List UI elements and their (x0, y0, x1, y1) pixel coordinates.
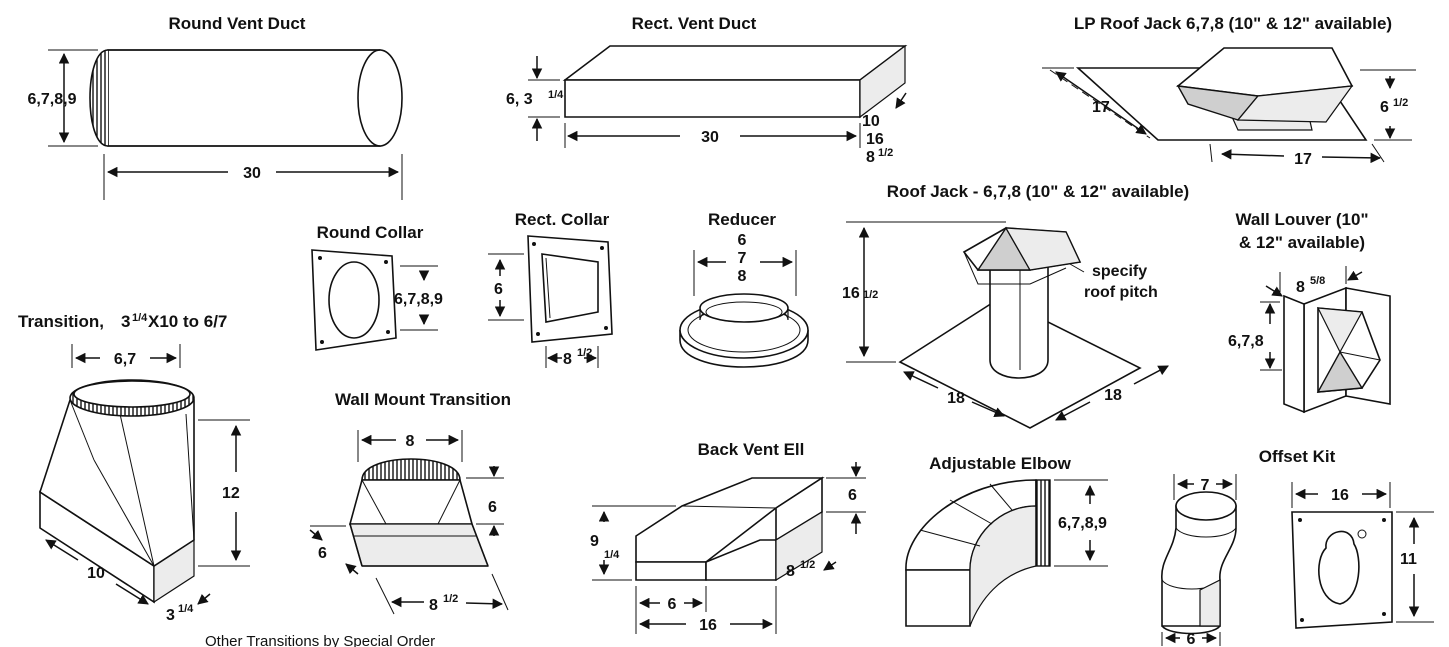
transition-title: Transition, (18, 312, 104, 331)
wall-mount-transition-drawing (348, 458, 489, 567)
transition-depth-frac: 1/4 (178, 603, 194, 615)
wall-louver-title-1: Wall Louver (10" (1235, 210, 1368, 229)
wall-mount-transition-depth: 6 (318, 545, 327, 562)
round-vent-duct: Round Vent Duct 6,7,8,9 30 (28, 14, 403, 200)
lp-roof-jack-side: 17 (1092, 99, 1110, 116)
transition-drawing (39, 379, 195, 604)
back-vent-ell-title: Back Vent Ell (698, 440, 805, 459)
round-vent-duct-diameter: 6,7,8,9 (28, 91, 77, 108)
lp-roof-jack-height-frac: 1/2 (1393, 97, 1408, 109)
rect-vent-duct-length: 30 (701, 129, 719, 146)
rect-collar: Rect. Collar 6 8 1/2 (488, 210, 613, 368)
transition-title-frac: 1/4 (132, 312, 148, 324)
rect-vent-duct-width-b: 16 (866, 131, 884, 148)
transition-note: Other Transitions by Special Order (205, 633, 435, 647)
back-vent-ell-rise-frac: 1/4 (604, 549, 620, 561)
wall-louver: Wall Louver (10" & 12" available) 8 5/8 … (1228, 210, 1391, 414)
wall-mount-transition-width: 8 (429, 597, 438, 614)
wall-louver-size: 6,7,8 (1228, 333, 1264, 350)
rect-collar-height: 6 (494, 281, 503, 298)
wall-louver-drawing (1283, 286, 1391, 414)
reducer-title: Reducer (708, 210, 776, 229)
back-vent-ell-drawing (635, 476, 825, 582)
transition-top: 6,7 (114, 351, 136, 368)
roof-jack-note-1: specify (1092, 263, 1147, 280)
round-collar: Round Collar 6,7,8,9 (311, 223, 443, 351)
lp-roof-jack-height: 6 (1380, 99, 1389, 116)
roof-jack-drawing (898, 226, 1142, 429)
wall-mount-transition-height: 6 (488, 499, 497, 516)
round-vent-duct-title: Round Vent Duct (169, 14, 306, 33)
adjustable-elbow-size: 6,7,8,9 (1058, 515, 1107, 532)
wall-mount-transition: Wall Mount Transition 8 6 6 8 1/ (309, 390, 511, 615)
wall-louver-depth-frac: 5/8 (1310, 275, 1325, 287)
roof-jack-note-2: roof pitch (1084, 284, 1158, 301)
back-vent-ell-height: 6 (848, 487, 857, 504)
back-vent-ell-depth-frac: 1/2 (800, 559, 815, 571)
wall-mount-transition-top: 8 (406, 433, 415, 450)
offset-kit: Offset Kit 7 6 16 (1161, 447, 1434, 647)
reducer-size-1: 6 (738, 232, 747, 249)
adjustable-elbow: Adjustable Elbow 6,7,8,9 (905, 454, 1108, 627)
rect-vent-duct-height-frac: 1/4 (548, 89, 564, 101)
rect-vent-duct-height: 6, 3 (506, 91, 533, 108)
offset-kit-top: 7 (1201, 477, 1210, 494)
back-vent-ell-length: 16 (699, 617, 717, 634)
roof-jack-height: 16 (842, 285, 860, 302)
rect-vent-duct-width-c-frac: 1/2 (878, 147, 893, 159)
transition-title-rest: X10 to 6/7 (148, 312, 227, 331)
lp-roof-jack-drawing (1075, 47, 1368, 141)
adjustable-elbow-title: Adjustable Elbow (929, 454, 1071, 473)
transition-length: 10 (87, 565, 105, 582)
wall-mount-transition-width-frac: 1/2 (443, 593, 458, 605)
round-vent-duct-length: 30 (243, 165, 261, 182)
rect-vent-duct-drawing (562, 44, 908, 119)
round-collar-drawing (311, 249, 397, 351)
rect-collar-width: 8 (563, 351, 572, 368)
wall-mount-transition-title: Wall Mount Transition (335, 390, 511, 409)
reducer-drawing (679, 293, 809, 368)
roof-jack-base-a: 18 (947, 390, 965, 407)
lp-roof-jack-title: LP Roof Jack 6,7,8 (10" & 12" available) (1074, 14, 1392, 33)
reducer: Reducer 6 7 8 (679, 210, 809, 368)
offset-kit-plate (1291, 511, 1393, 629)
lp-roof-jack-base: 17 (1294, 151, 1312, 168)
transition-title-spec: 3 (121, 312, 130, 331)
back-vent-ell-depth: 8 (786, 563, 795, 580)
reducer-size-3: 8 (738, 268, 747, 285)
transition-depth: 3 (166, 607, 175, 624)
rect-vent-duct-width-c: 8 (866, 149, 875, 166)
rect-collar-drawing (527, 235, 613, 343)
round-collar-size: 6,7,8,9 (394, 291, 443, 308)
rect-vent-duct-title: Rect. Vent Duct (632, 14, 757, 33)
back-vent-ell-offset: 6 (668, 596, 677, 613)
rect-collar-title: Rect. Collar (515, 210, 610, 229)
transition: Transition, 3 1/4 X10 to 6/7 6,7 12 10 3 (18, 312, 435, 647)
round-vent-duct-drawing (89, 49, 403, 147)
offset-kit-plate-height: 11 (1400, 551, 1417, 568)
adjustable-elbow-drawing (905, 479, 1051, 627)
back-vent-ell-rise: 9 (590, 533, 599, 550)
back-vent-ell: Back Vent Ell 9 1/4 6 8 1/2 6 16 (590, 440, 866, 634)
offset-kit-title: Offset Kit (1259, 447, 1336, 466)
rect-collar-width-frac: 1/2 (577, 347, 592, 359)
wall-louver-title-2: & 12" available) (1239, 233, 1365, 252)
offset-kit-bottom: 6 (1187, 631, 1196, 647)
roof-jack-height-frac: 1/2 (863, 289, 878, 301)
lp-roof-jack: LP Roof Jack 6,7,8 (10" & 12" available)… (1042, 14, 1416, 168)
round-collar-title: Round Collar (317, 223, 424, 242)
roof-jack-base-b: 18 (1104, 387, 1122, 404)
offset-kit-plate-width: 16 (1331, 487, 1349, 504)
roof-jack-title: Roof Jack - 6,7,8 (10" & 12" available) (887, 182, 1189, 201)
offset-kit-drawing (1161, 491, 1237, 635)
transition-height: 12 (222, 485, 240, 502)
wall-louver-depth: 8 (1296, 279, 1305, 296)
reducer-size-2: 7 (738, 250, 747, 267)
roof-jack: Roof Jack - 6,7,8 (10" & 12" available) … (842, 182, 1189, 429)
rect-vent-duct: Rect. Vent Duct 6, 3 1/4 30 10 16 8 1/2 (506, 14, 908, 166)
rect-vent-duct-width-a: 10 (862, 113, 880, 130)
